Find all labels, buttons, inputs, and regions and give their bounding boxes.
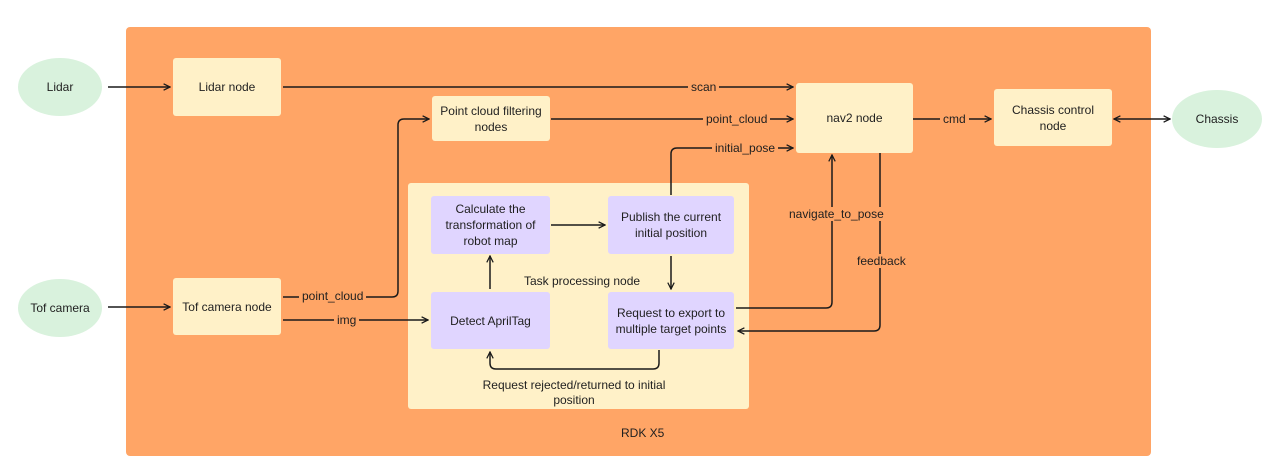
request-export-node: Request to export to multiple target poi… (608, 292, 734, 349)
lidar-node-label: Lidar node (198, 80, 256, 94)
detect-apriltag-label: Detect AprilTag (450, 313, 531, 328)
nav2-node-label: nav2 node (826, 111, 883, 125)
lidar-node: Lidar node (173, 58, 281, 116)
edge-point-cloud-bottom (283, 119, 429, 298)
tof-camera-sensor-label: Tof camera (30, 301, 90, 315)
point-cloud-bottom-label: point_cloud (299, 289, 367, 303)
task-processing-label: Task processing node (524, 274, 641, 288)
tof-camera-node: Tof camera node (173, 278, 281, 335)
lidar-sensor-label: Lidar (46, 80, 74, 94)
edge-initial-pose (670, 148, 793, 195)
tof-camera-node-label: Tof camera node (182, 299, 272, 314)
nav2-node: nav2 node (796, 83, 913, 153)
publish-position-node: Publish the current initial position (608, 196, 734, 254)
chassis-device-label: Chassis (1195, 112, 1239, 126)
publish-position-label: Publish the current initial position (620, 210, 722, 240)
edge-request-rejected (490, 350, 660, 370)
edge-navigate-to-pose (736, 155, 832, 309)
point-cloud-top-label: point_cloud (703, 112, 771, 126)
rdk-x5-label: RDK X5 (621, 426, 665, 440)
point-cloud-filter-label: Point cloud filtering nodes (440, 103, 542, 134)
chassis-control-node: Chassis control node (994, 89, 1112, 146)
request-export-label: Request to export to multiple target poi… (615, 305, 727, 336)
request-rejected-label: Request rejected/returned to initial pos… (482, 378, 666, 407)
chassis-control-label: Chassis control node (1011, 102, 1095, 133)
point-cloud-filter-node: Point cloud filtering nodes (432, 96, 550, 141)
navigate-to-pose-label: navigate_to_pose (786, 207, 887, 221)
cmd-label: cmd (940, 112, 969, 126)
tof-camera-sensor: Tof camera (18, 279, 102, 337)
edge-feedback (738, 153, 881, 331)
scan-label: scan (688, 80, 720, 94)
initial-pose-label: initial_pose (712, 141, 779, 155)
detect-apriltag-node: Detect AprilTag (431, 292, 550, 349)
chassis-device: Chassis (1172, 90, 1262, 148)
img-label: img (334, 313, 360, 327)
lidar-sensor: Lidar (18, 58, 102, 116)
feedback-label: feedback (854, 254, 909, 268)
calc-transform-node: Calculate the transformation of robot ma… (431, 196, 550, 254)
calc-transform-label: Calculate the transformation of robot ma… (445, 202, 536, 248)
